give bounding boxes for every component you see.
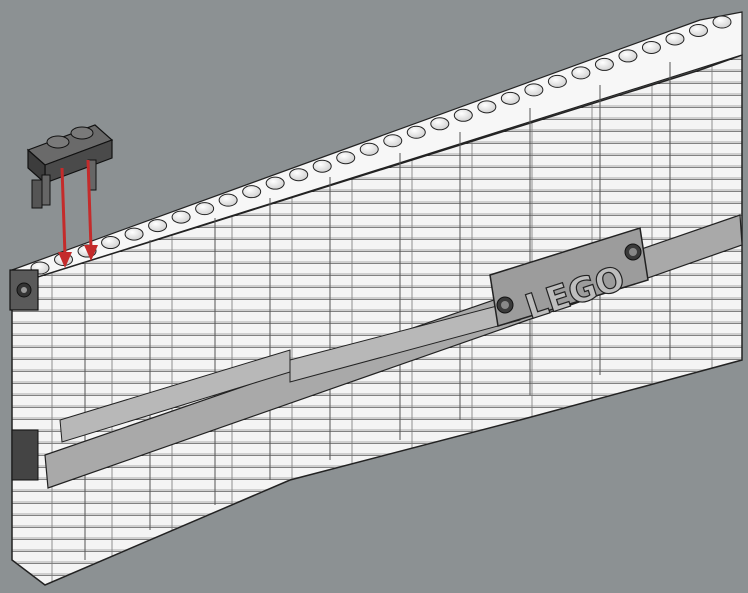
pin-icon [624,243,642,261]
insertion-arrow-icon [58,159,98,268]
stud-icon [289,168,309,182]
stud-icon [195,202,215,216]
stud-icon [430,117,450,131]
stud-row [30,15,732,275]
stud-icon [383,134,403,148]
stud-icon [242,185,262,199]
stud-icon [547,74,567,88]
pin-icon [496,296,514,314]
stud-icon [712,15,732,29]
stud-icon [641,40,661,54]
stud-icon [265,176,285,190]
stud-icon [524,83,544,97]
stud-icon [101,236,121,250]
stud-icon [171,210,191,224]
stud-icon [665,32,685,46]
stud-icon [124,227,144,241]
stud-icon [688,23,708,37]
stud-icon [594,57,614,71]
brick-wall [11,11,743,586]
left-end-cap [9,269,39,481]
connector-plate-icon [26,124,114,209]
stud-icon [477,100,497,114]
stud-icon [312,159,332,173]
stud-icon [406,125,426,139]
stud-icon [453,108,473,122]
stud-icon [500,91,520,105]
stud-icon [618,49,638,63]
stud-icon [571,66,591,80]
stud-icon [218,193,238,207]
stud-icon [336,151,356,165]
stud-icon [359,142,379,156]
stud-icon [148,219,168,233]
